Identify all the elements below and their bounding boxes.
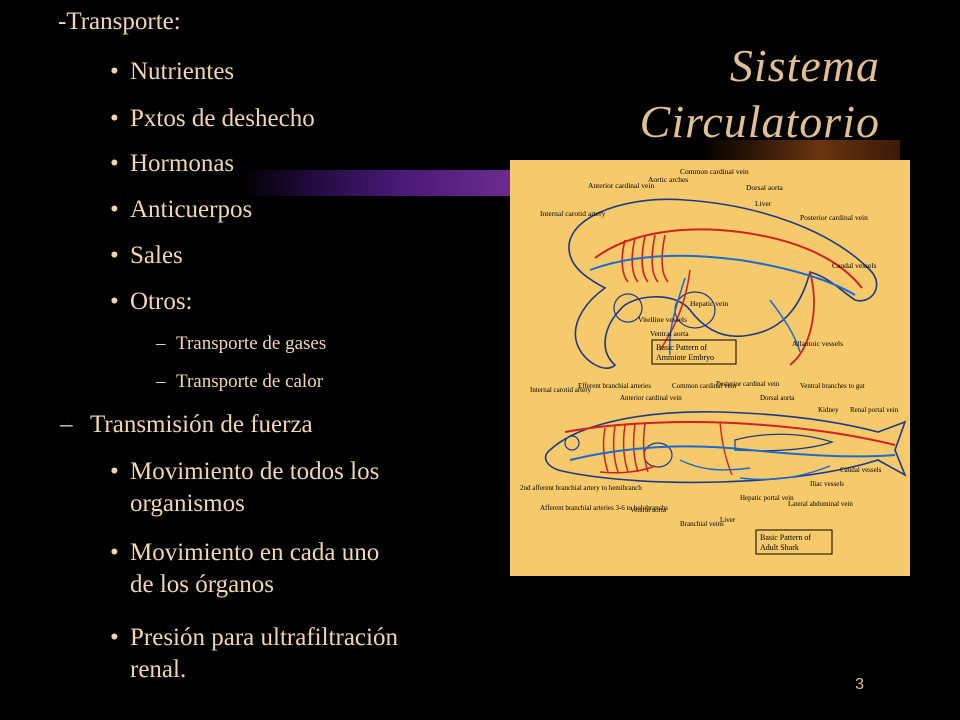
label: Afferent branchial arteries 3-6 to holob… bbox=[540, 504, 668, 512]
shark-caption-box bbox=[755, 529, 833, 555]
label: Ventral branches to gut bbox=[800, 382, 865, 390]
shark-kidney bbox=[734, 433, 834, 452]
label: Common cardinal vein bbox=[680, 167, 749, 176]
label: Aortic arches bbox=[648, 175, 688, 184]
circulatory-diagram: Anterior cardinal vein Aortic arches Com… bbox=[510, 160, 910, 576]
label: Ventral aorta bbox=[650, 329, 689, 338]
label: Anterior cardinal vein bbox=[620, 394, 682, 402]
bullet-icon: • bbox=[110, 539, 119, 566]
diagram-svg: Anterior cardinal vein Aortic arches Com… bbox=[520, 167, 907, 555]
cardinal-vein bbox=[589, 254, 856, 296]
list-item: • Pxtos de deshecho bbox=[110, 103, 315, 135]
label: Ventral aorta bbox=[630, 506, 667, 514]
label: Efferent branchial arteries bbox=[578, 382, 651, 390]
caudal-artery bbox=[789, 271, 815, 366]
embryo-caption: Ammiote Embryo bbox=[656, 353, 714, 362]
label: Renal portal vein bbox=[850, 406, 899, 414]
shark-gut-branch bbox=[719, 421, 733, 476]
title-line-2: Circulatorio bbox=[639, 96, 880, 147]
label: Liver bbox=[720, 516, 736, 524]
label: Internal carotid artery bbox=[540, 209, 606, 218]
shark-caption: Adult Shark bbox=[760, 543, 799, 552]
bullet-icon: • bbox=[110, 458, 119, 485]
label: Iliac vessels bbox=[810, 480, 844, 488]
sub-list-item: – Transporte de calor bbox=[156, 366, 323, 398]
bullet-icon: • bbox=[110, 242, 119, 269]
label: Dorsal aorta bbox=[760, 394, 795, 402]
shark-ventral-aorta bbox=[599, 465, 656, 474]
label: Caudal vessels bbox=[832, 261, 876, 270]
label: Liver bbox=[755, 199, 772, 208]
list-item: • Movimiento en cada uno de los órganos bbox=[110, 539, 380, 598]
label: Posterior cardinal vein bbox=[800, 213, 868, 222]
bullet-icon: • bbox=[110, 150, 119, 177]
shark-figure: Internal carotid artery Efferent branchi… bbox=[520, 380, 907, 555]
vitelline-artery bbox=[659, 269, 691, 351]
list-item: • Sales bbox=[110, 240, 183, 272]
dash-icon: – bbox=[156, 333, 166, 354]
embryo-caption-box bbox=[651, 339, 737, 365]
label: Dorsal aorta bbox=[746, 183, 784, 192]
bullet-icon: • bbox=[110, 288, 119, 315]
list-item: • Nutrientes bbox=[110, 56, 234, 88]
embryo-eye bbox=[613, 293, 643, 323]
vitelline-vein bbox=[668, 277, 686, 356]
bullet-icon: • bbox=[110, 624, 119, 651]
shark-eye bbox=[564, 435, 580, 451]
shark-outline bbox=[544, 410, 907, 484]
label: 2nd afferent branchial artery to hemibra… bbox=[520, 484, 642, 492]
label: Hepatic portal vein bbox=[740, 494, 794, 502]
dash-icon: – bbox=[60, 411, 73, 438]
label: Vitelline vessels bbox=[638, 315, 687, 324]
decorative-band bbox=[240, 170, 510, 196]
label: Allantoic vessels bbox=[792, 339, 843, 348]
embryo-caption: Basic Pattern of bbox=[656, 343, 707, 352]
list-item: • Movimiento de todos los organismos bbox=[110, 458, 380, 517]
label: Hepatic vein bbox=[690, 299, 728, 308]
dorsal-aorta bbox=[594, 228, 863, 289]
label: Branchial veins bbox=[680, 520, 724, 528]
embryo-figure: Anterior cardinal vein Aortic arches Com… bbox=[540, 167, 878, 369]
slide-number: 3 bbox=[855, 676, 864, 693]
aortic-arches bbox=[621, 234, 669, 283]
label: Kidney bbox=[818, 406, 839, 414]
label: Anterior cardinal vein bbox=[588, 181, 654, 190]
shark-dorsal-aorta bbox=[564, 421, 896, 446]
shark-lateral-abdominal bbox=[739, 465, 831, 481]
label: Caudal vessels bbox=[840, 466, 882, 474]
bullet-icon: • bbox=[110, 105, 119, 132]
list-item: • Otros: bbox=[110, 286, 193, 318]
label: Internal carotid artery bbox=[530, 386, 592, 394]
shark-caption: Basic Pattern of bbox=[760, 533, 811, 542]
embryo-outline bbox=[568, 198, 878, 369]
bullet-icon: • bbox=[110, 196, 119, 223]
shark-cardinal-vein bbox=[569, 445, 896, 461]
label: Lateral abdominal vein bbox=[788, 500, 853, 508]
shark-hepatic-portal bbox=[679, 459, 751, 471]
slide-title: Sistema Circulatorio bbox=[640, 38, 880, 150]
section-transmision: – Transmisión de fuerza bbox=[60, 409, 313, 441]
label: Posterior cardinal vein bbox=[716, 380, 780, 388]
header-transporte: -Transporte: bbox=[58, 8, 181, 35]
bullet-icon: • bbox=[110, 58, 119, 85]
allantoic-vessel bbox=[769, 299, 801, 353]
dash-icon: – bbox=[156, 371, 166, 392]
sub-list-item: – Transporte de gases bbox=[156, 328, 326, 360]
list-item: • Anticuerpos bbox=[110, 194, 252, 226]
label: Common cardinal vein bbox=[672, 382, 737, 390]
list-item: • Presión para ultrafiltración renal. bbox=[110, 624, 398, 683]
title-line-1: Sistema bbox=[729, 40, 880, 91]
list-item: • Hormonas bbox=[110, 148, 234, 180]
